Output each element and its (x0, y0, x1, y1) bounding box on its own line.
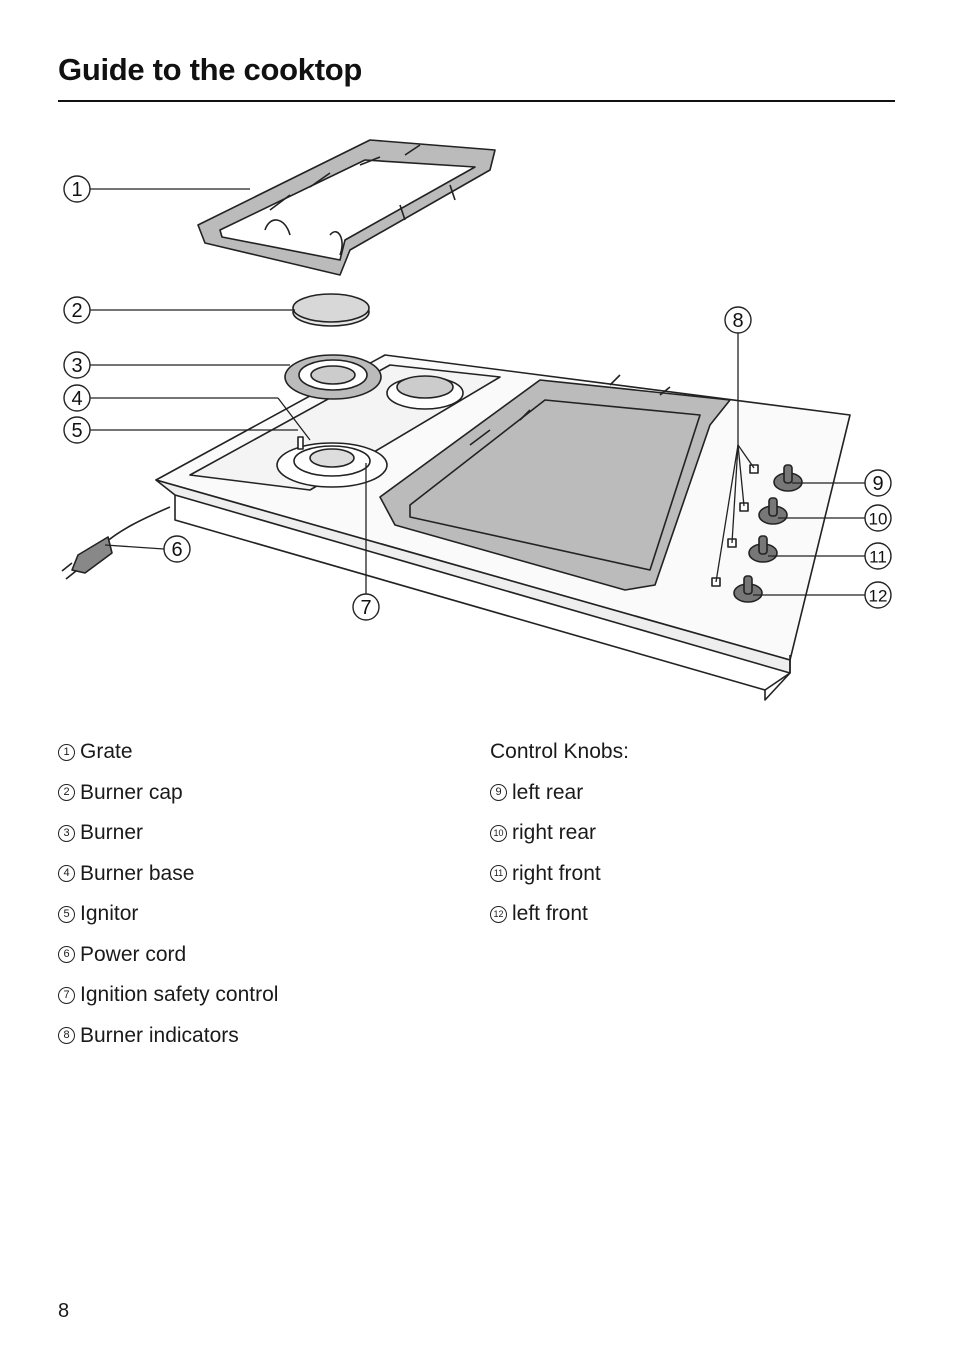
legend-item: 2 Burner cap (58, 773, 278, 814)
callout-10 (864, 504, 892, 532)
callout-7 (352, 593, 380, 621)
callout-6 (163, 535, 191, 563)
legend-number: 6 (58, 946, 75, 964)
exploded-grate (197, 139, 496, 276)
power-cord (61, 506, 171, 580)
callout-label: 9 (872, 473, 883, 495)
callout-11 (864, 542, 892, 570)
legend-item: 3 Burner (58, 813, 278, 854)
mounted-grate (379, 374, 731, 591)
legend-item: 10 right rear (490, 813, 629, 854)
legend-label: Burner base (80, 861, 195, 885)
callout-label: 11 (869, 548, 887, 567)
callout-label: 12 (869, 587, 888, 606)
legend-label: right front (512, 861, 601, 885)
legend-number: 10 (490, 824, 507, 842)
legend-number: 9 (490, 784, 507, 802)
legend-item: 4 Burner base (58, 854, 278, 895)
legend-item: 5 Ignitor (58, 894, 278, 935)
legend-label: right rear (512, 821, 597, 844)
callout-label: 10 (869, 510, 888, 529)
page-number: 8 (58, 1300, 70, 1322)
legend-control-knobs: Control Knobs: 9 left rear 10 right rear 1… (490, 732, 629, 935)
callout-label: 1 (71, 179, 82, 201)
legend-label: Burner indicators (80, 1023, 239, 1047)
callout-leaders (90, 188, 865, 596)
legend-number: 2 (58, 784, 75, 802)
callout-label: 6 (171, 539, 182, 561)
callout-label: 5 (71, 420, 82, 442)
callout-2 (63, 296, 91, 324)
legend-label: Ignition safety control (80, 983, 279, 1006)
legend-number: 1 (58, 743, 75, 761)
legend-item: 1 Grate (58, 732, 278, 773)
legend-item: 7 Ignition safety control (58, 975, 278, 1016)
legend-label: Burner (80, 821, 144, 844)
legend-label: Power cord (80, 942, 187, 966)
legend-item: 12 left front (490, 894, 629, 935)
legend-heading: Control Knobs: (490, 740, 629, 763)
burner-rear-left (386, 375, 464, 410)
callout-label: 7 (360, 597, 371, 619)
exploded-burner (284, 354, 382, 400)
callout-label: 4 (71, 388, 82, 410)
control-knobs (733, 464, 803, 603)
legend-number: 7 (58, 986, 75, 1004)
legend-item: 11 right front (490, 854, 629, 895)
legend-label: left front (512, 902, 588, 925)
callout-label: 3 (71, 355, 82, 377)
legend-label: Grate (80, 740, 133, 763)
legend-label: left rear (512, 780, 584, 804)
legend-label: Burner cap (80, 780, 183, 804)
callout-3 (63, 351, 91, 379)
callout-4 (63, 384, 91, 412)
title-rule (58, 100, 895, 102)
callout-9 (864, 469, 892, 497)
legend-number: 12 (490, 905, 507, 923)
legend-number: 3 (58, 824, 75, 842)
callout-8 (724, 306, 752, 334)
legend-number: 11 (490, 865, 507, 883)
callout-1 (63, 175, 91, 203)
callout-5 (63, 416, 91, 444)
legend-item: 9 left rear (490, 773, 629, 814)
callout-label: 8 (732, 310, 743, 332)
burner-base-front-left (276, 436, 388, 488)
page-title: Guide to the cooktop (58, 52, 362, 87)
callout-12 (864, 581, 892, 609)
legend-number: 5 (58, 905, 75, 923)
legend-number: 8 (58, 1027, 75, 1045)
callout-label: 2 (71, 300, 82, 322)
cooktop-diagram: 1 2 3 4 5 6 7 8 9 10 11 12 (61, 139, 892, 701)
legend-label: Ignitor (80, 902, 139, 925)
legend-item: 8 Burner indicators (58, 1016, 278, 1057)
legend-item: 6 Power cord (58, 935, 278, 976)
legend-number: 4 (58, 865, 75, 883)
